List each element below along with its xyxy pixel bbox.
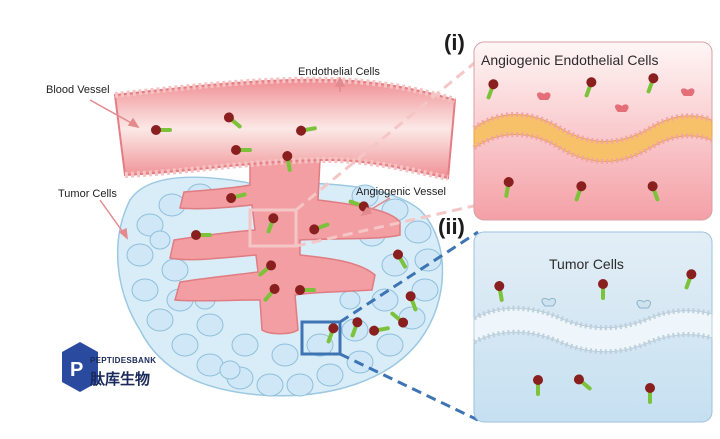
panel-title-angiogenic-endothelial: Angiogenic Endothelial Cells bbox=[481, 52, 659, 68]
zoom-box-endothelial bbox=[248, 208, 298, 248]
logo-text-english: PEPTIDESBANK bbox=[90, 356, 157, 365]
blood-vessel bbox=[113, 76, 457, 181]
panel-angiogenic-endothelial bbox=[472, 41, 713, 221]
marker-i: (i) bbox=[444, 30, 465, 55]
label-tumor-cells: Tumor Cells bbox=[58, 188, 117, 200]
panel-tumor-cells bbox=[472, 231, 713, 423]
peptidesbank-logo: P bbox=[62, 342, 98, 392]
label-angiogenic-vessel: Angiogenic Vessel bbox=[356, 186, 446, 198]
marker-ii: (ii) bbox=[438, 214, 465, 239]
label-blood-vessel: Blood Vessel bbox=[46, 84, 110, 96]
panel-title-tumor-cells: Tumor Cells bbox=[549, 256, 624, 272]
label-endothelial-cells: Endothelial Cells bbox=[298, 66, 380, 78]
zoom-box-tumor bbox=[300, 320, 342, 356]
svg-text:P: P bbox=[70, 359, 83, 381]
logo-text-chinese: 肽库生物 bbox=[90, 370, 151, 388]
